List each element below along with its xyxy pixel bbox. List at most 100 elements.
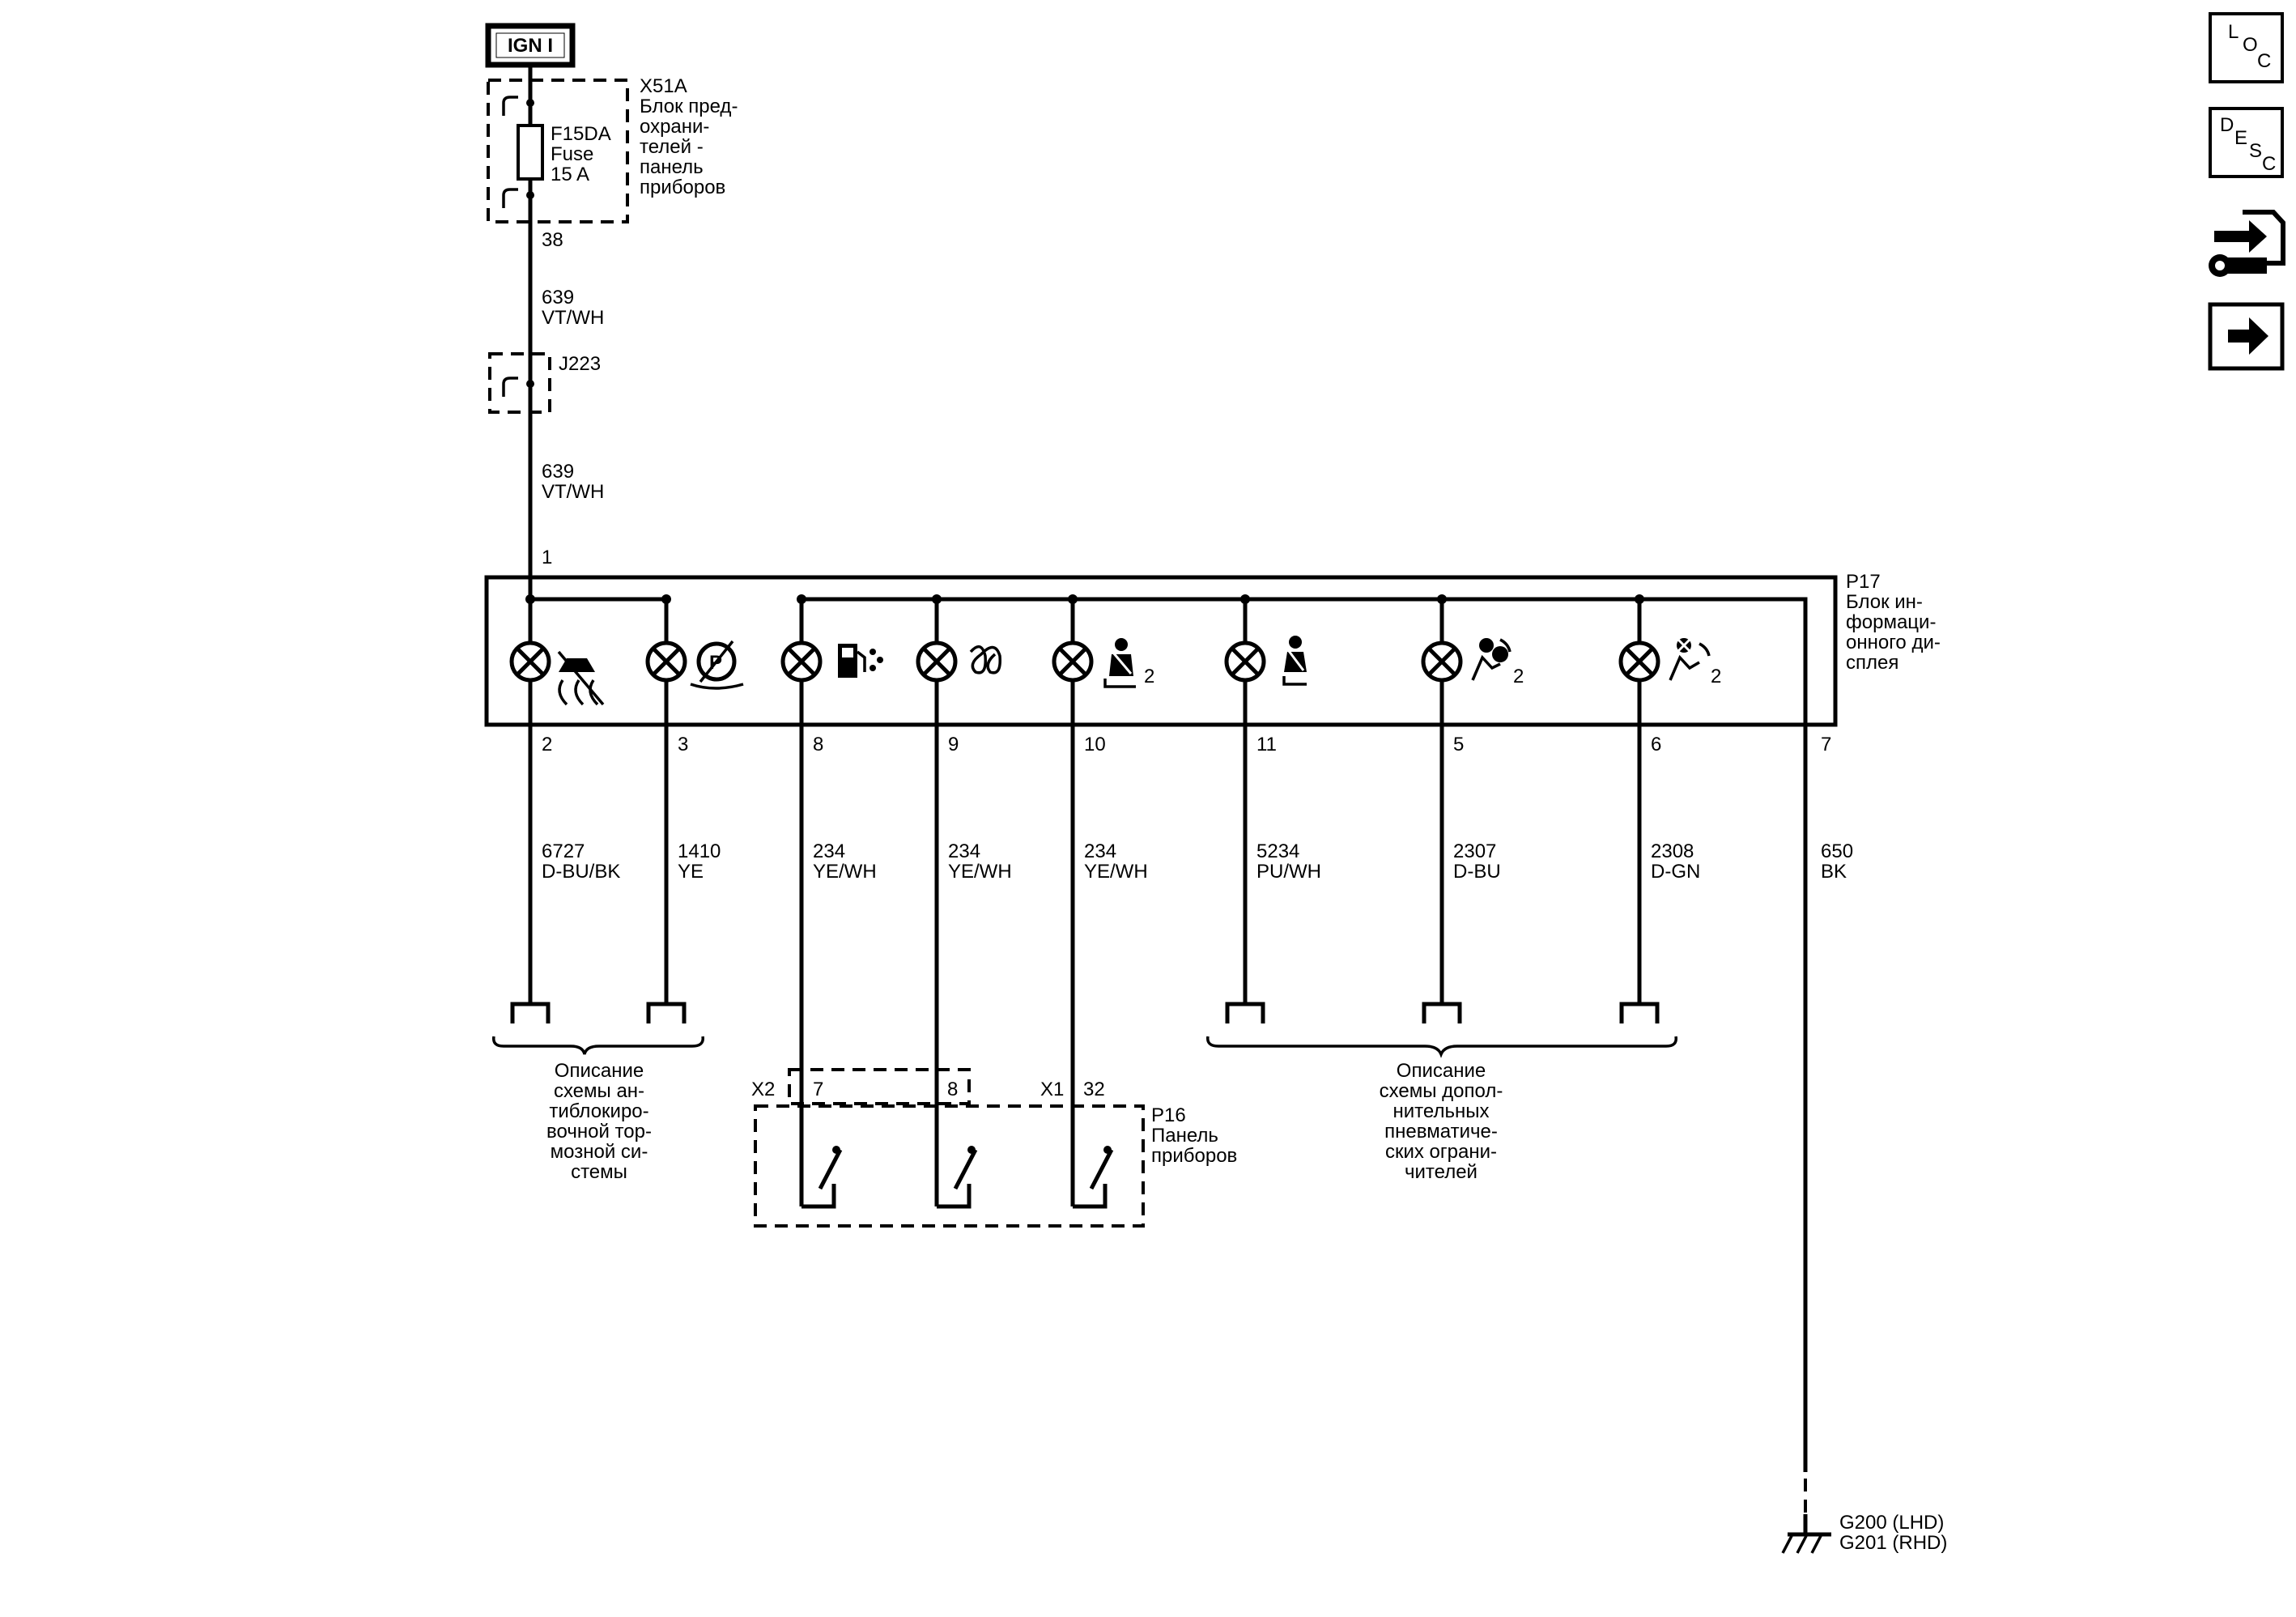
- wire-color: YE/WH: [948, 861, 1012, 883]
- connector-icon: [1422, 1002, 1462, 1023]
- connector-x1: X1: [1040, 1079, 1064, 1100]
- wire-639-color-b: VT/WH: [542, 481, 604, 503]
- panel-pin-8: 8: [947, 1079, 958, 1100]
- wire-639-circuit-a: 639: [542, 287, 574, 309]
- glow-plug-icon: [969, 645, 1001, 674]
- fuse-block: F15DA Fuse 15 A X51A Блок пред- охрани- …: [487, 75, 738, 251]
- airbag-ref-5: ских ограни-: [1385, 1141, 1497, 1163]
- svg-text:C: C: [2257, 50, 2271, 72]
- fuse-icon: [517, 124, 544, 181]
- switch-1-icon: [801, 1146, 843, 1209]
- cluster-name-2: формаци-: [1846, 611, 1936, 633]
- panel-name-2: приборов: [1151, 1145, 1237, 1167]
- svg-text:S: S: [2249, 140, 2262, 162]
- seatbelt-driver-icon: [1282, 636, 1307, 686]
- ground-wire-color: BK: [1821, 861, 1847, 883]
- lamp-pin: 3: [678, 734, 688, 755]
- ign-source: IGN I: [485, 23, 576, 68]
- lamp-suffix: 2: [1144, 666, 1154, 687]
- ground-symbol: G200 (LHD) G201 (RHD): [1781, 1457, 1947, 1554]
- switch-2-icon: [937, 1146, 978, 1209]
- lamp-pin: 6: [1651, 734, 1661, 755]
- lamp-pin: 11: [1256, 734, 1277, 755]
- desc-button[interactable]: D E S C: [2209, 107, 2284, 178]
- wire-circuit: 6727: [542, 840, 585, 862]
- lamp-bulb-icon: [1421, 640, 1463, 683]
- ground-label-2: G201 (RHD): [1839, 1532, 1947, 1554]
- splice-id: J223: [559, 353, 601, 375]
- seatbelt-passenger-icon: [1103, 638, 1136, 688]
- cluster-name-4: сплея: [1846, 652, 1898, 674]
- abs-ref-1: Описание: [555, 1060, 644, 1082]
- lamp-bulb-icon: [509, 640, 551, 683]
- ign-label: IGN I: [508, 35, 553, 57]
- wire-circuit: 2307: [1453, 840, 1496, 862]
- airbag-reference: Описание схемы допол- нительных пневмати…: [1206, 1036, 1677, 1183]
- wire-color: PU/WH: [1256, 861, 1321, 883]
- svg-text:E: E: [2234, 127, 2247, 149]
- panel-pin-32: 32: [1083, 1079, 1105, 1100]
- lamp-bulb-icon: [916, 640, 958, 683]
- panel-pin-7: 7: [813, 1079, 823, 1100]
- fuse-block-name-4: панель: [640, 156, 704, 178]
- loc-button[interactable]: L O C: [2209, 12, 2284, 83]
- panel-name-1: Панель: [1151, 1125, 1218, 1147]
- airbag-ref-2: схемы допол-: [1380, 1080, 1503, 1102]
- wire-color: YE/WH: [813, 861, 877, 883]
- wire-color: YE: [678, 861, 704, 883]
- fuse-label-3: 15 A: [551, 164, 589, 185]
- fuse-block-name-3: телей -: [640, 136, 704, 158]
- lamp-suffix: 2: [1711, 666, 1721, 687]
- wire-circuit: 5234: [1256, 840, 1299, 862]
- cluster-id: P17: [1846, 571, 1881, 593]
- svg-text:O: O: [2243, 34, 2258, 56]
- switch-3-icon: [1073, 1146, 1114, 1209]
- connector-icon: [646, 1002, 687, 1023]
- abs-reference: Описание схемы ан- тиблокиро- вочной тор…: [492, 1036, 704, 1183]
- cluster-name-1: Блок ин-: [1846, 591, 1923, 613]
- wire-circuit: 234: [1084, 840, 1116, 862]
- fuel-level-icon: [838, 644, 883, 678]
- ground-label-1: G200 (LHD): [1839, 1512, 1944, 1534]
- panel-id: P16: [1151, 1104, 1186, 1126]
- cluster-name-3: онного ди-: [1846, 632, 1941, 653]
- abs-ref-6: стемы: [571, 1161, 627, 1183]
- lamp-bulb-icon: [1224, 640, 1266, 683]
- cluster-in-pin: 1: [542, 547, 552, 568]
- fuse-out-pin: 38: [542, 229, 563, 251]
- lamp-bulb-icon: [1052, 640, 1094, 683]
- airbag-off-icon: [1669, 636, 1711, 681]
- abs-ref-3: тиблокиро-: [549, 1100, 648, 1122]
- ground-wire-circuit: 650: [1821, 840, 1853, 862]
- cluster-display-module: P17 Блок ин- формаци- онного ди- сплея 2…: [484, 571, 1941, 1472]
- lamp-pin: 8: [813, 734, 823, 755]
- fuse-label-1: F15DA: [551, 123, 611, 145]
- abs-ref-2: схемы ан-: [554, 1080, 644, 1102]
- svg-text:D: D: [2220, 114, 2234, 136]
- wire-639-circuit-b: 639: [542, 461, 574, 483]
- next-arrow-button[interactable]: [2208, 302, 2285, 371]
- connector-icon: [1619, 1002, 1660, 1023]
- wire-639-color-a: VT/WH: [542, 307, 604, 329]
- connector-icon: [510, 1002, 551, 1023]
- ground-pin: 7: [1821, 734, 1831, 755]
- wire-circuit: 234: [948, 840, 980, 862]
- lamp-pin: 2: [542, 734, 552, 755]
- abs-ref-5: мозной си-: [551, 1141, 648, 1163]
- lamp-suffix: 2: [1513, 666, 1524, 687]
- connector-repair-icon[interactable]: [2209, 210, 2285, 277]
- lamp-pin: 10: [1084, 734, 1106, 755]
- svg-text:C: C: [2262, 153, 2276, 175]
- airbag-ref-1: Описание: [1397, 1060, 1486, 1082]
- wire-circuit: 2308: [1651, 840, 1694, 862]
- wire-circuit: 1410: [678, 840, 721, 862]
